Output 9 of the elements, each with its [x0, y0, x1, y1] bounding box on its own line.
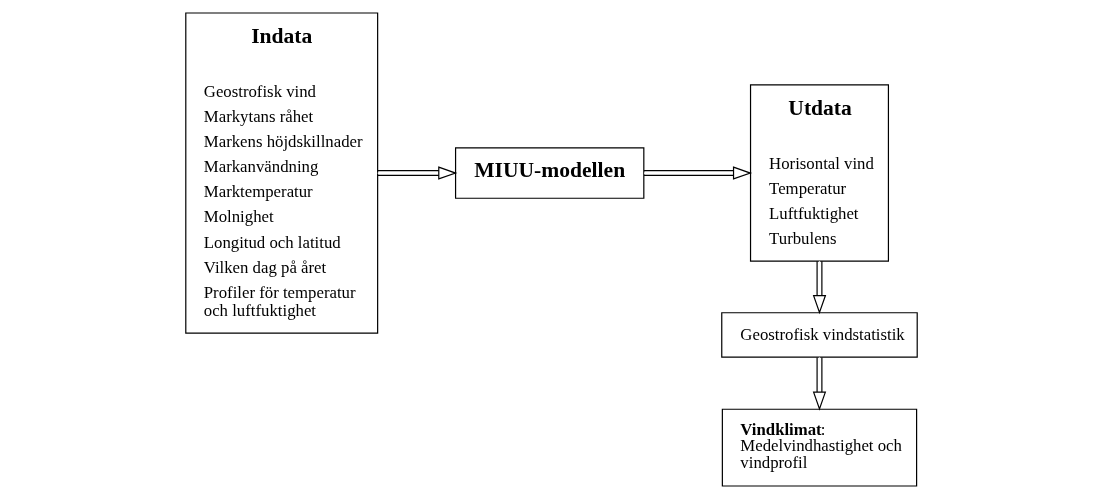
node-box: Utdata Horisontal vind Temperatur Luftfuktighet Turbulens: [749, 84, 889, 262]
node-box: MIUU-modellen: [454, 147, 644, 199]
node-box: Geostrofisk vindstatistik: [720, 312, 918, 358]
arrow: [812, 356, 826, 411]
arrow: [376, 166, 457, 180]
arrow: [642, 166, 752, 180]
node-box: Vindklimat: Medelvindhastighet och vindprofil: [721, 408, 917, 487]
arrow: [812, 260, 826, 315]
node-box: Indata Geostrofisk vind Markytans råhet Markens höjdskillnader Markanvändning Marktemperatur Molnighet Longitud och latitud Vilken dag på året Profiler för temperatur och luftfuktighet: [184, 12, 378, 334]
